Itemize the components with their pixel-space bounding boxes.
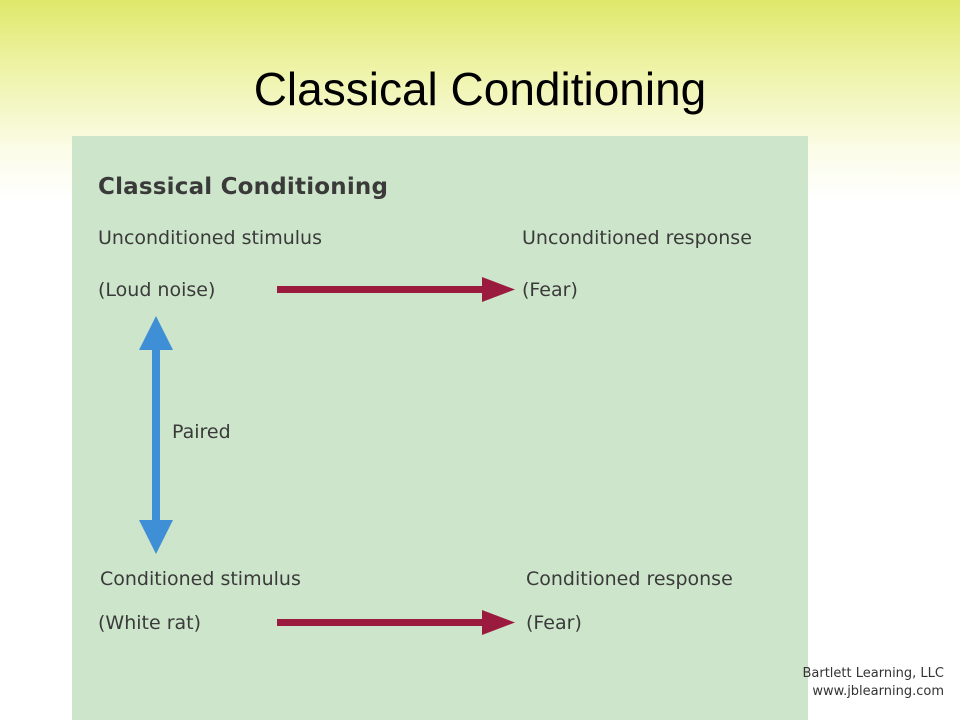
diagram-heading: Classical Conditioning xyxy=(98,174,389,200)
unconditioned-response-example: (Fear) xyxy=(522,279,578,301)
conditioned-stimulus-example: (White rat) xyxy=(98,612,202,634)
arrow-conditioned-to-response xyxy=(277,610,515,635)
conditioned-response-example: (Fear) xyxy=(526,612,582,634)
conditioned-stimulus-label: Conditioned stimulus xyxy=(100,568,301,590)
credit-line-1: Bartlett Learning, LLC xyxy=(802,666,944,681)
diagram-panel: Classical Conditioning Unconditioned sti… xyxy=(72,136,808,720)
diagram-arrows xyxy=(139,277,515,635)
arrow-paired-double xyxy=(139,316,173,554)
slide-title: Classical Conditioning xyxy=(253,63,707,115)
conditioned-response-label: Conditioned response xyxy=(526,568,733,590)
unconditioned-stimulus-example: (Loud noise) xyxy=(98,279,216,301)
paired-label: Paired xyxy=(172,421,231,443)
credit-line-2: www.jblearning.com xyxy=(812,684,944,699)
unconditioned-response-label: Unconditioned response xyxy=(522,227,752,249)
unconditioned-stimulus-label: Unconditioned stimulus xyxy=(98,227,322,249)
arrow-unconditioned-to-response xyxy=(277,277,515,302)
